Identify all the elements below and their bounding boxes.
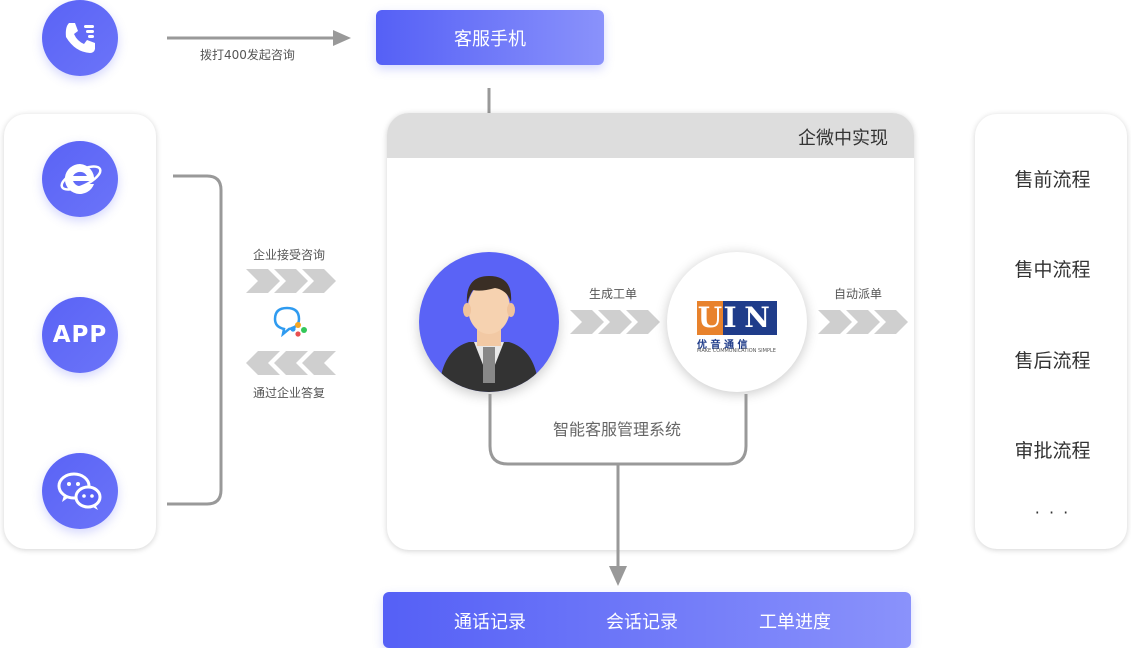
service-phone-button[interactable]: 客服手机	[376, 10, 604, 65]
generate-order-chevrons	[570, 310, 660, 334]
phone-icon[interactable]	[42, 0, 118, 76]
records-bar: 通话记录 会话记录 工单进度	[383, 592, 911, 648]
call-label: 拨打400发起咨询	[200, 48, 295, 62]
wechat-icon[interactable]	[42, 453, 118, 529]
generate-order-label: 生成工单	[589, 287, 638, 301]
agent-avatar	[419, 252, 559, 392]
app-label: APP	[52, 322, 108, 348]
flow-approval[interactable]: 审批流程	[1014, 440, 1091, 462]
auto-dispatch-chevrons	[818, 310, 908, 334]
call-arrow	[167, 30, 351, 46]
app-icon[interactable]: APP	[42, 297, 118, 373]
flow-more: · · ·	[1034, 503, 1071, 522]
accept-chevrons	[246, 269, 336, 293]
flow-insale[interactable]: 售中流程	[1014, 259, 1091, 281]
call-records[interactable]: 通话记录	[454, 612, 526, 633]
reply-chevrons	[246, 351, 336, 375]
service-phone-label: 客服手机	[454, 28, 526, 50]
chat-records[interactable]: 会话记录	[606, 612, 678, 633]
auto-dispatch-label: 自动派单	[834, 287, 883, 301]
reply-label: 通过企业答复	[253, 386, 326, 400]
accept-label: 企业接受咨询	[253, 248, 326, 262]
browser-icon[interactable]	[42, 141, 118, 217]
order-progress[interactable]: 工单进度	[759, 612, 831, 633]
panel-title: 企微中实现	[798, 128, 888, 149]
uin-logo-letters: U I N	[697, 301, 777, 335]
panel-header	[387, 113, 914, 158]
chat-logo-icon	[273, 306, 307, 337]
system-connector	[488, 394, 748, 586]
flow-presale[interactable]: 售前流程	[1014, 169, 1091, 191]
uin-logo-cn: 优 音 通 信	[697, 340, 748, 351]
uin-logo: U I N 优 音 通 信 MAKE COMMUNICATION SIMPLE	[667, 252, 807, 392]
flow-aftersale[interactable]: 售后流程	[1014, 350, 1091, 372]
uin-logo-en: MAKE COMMUNICATION SIMPLE	[697, 348, 776, 354]
flows-panel	[975, 114, 1127, 549]
channels-bracket	[167, 174, 223, 506]
system-label: 智能客服管理系统	[553, 420, 682, 439]
